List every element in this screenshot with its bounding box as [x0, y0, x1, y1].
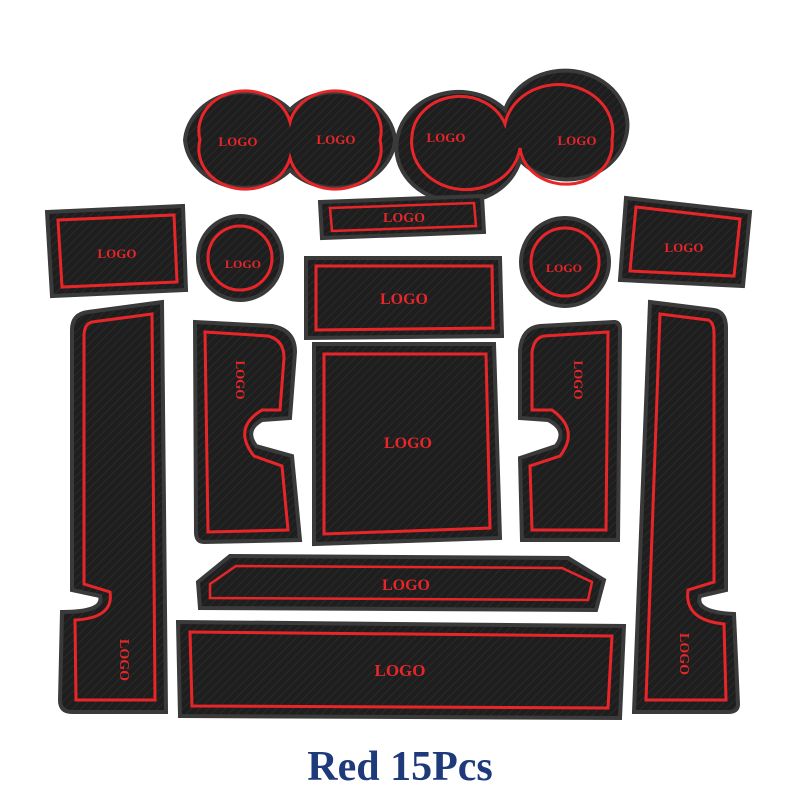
mat-logo: LOGO	[557, 133, 596, 148]
mat-cupholder-right: LOGO LOGO	[394, 68, 630, 205]
mat-logo: LOGO	[546, 261, 582, 275]
mat-long-right: LOGO	[631, 299, 741, 714]
mat-logo: LOGO	[426, 130, 465, 145]
mat-long-left: LOGO	[57, 299, 169, 714]
mat-logo: LOGO	[225, 257, 261, 271]
mat-logo: LOGO	[571, 360, 586, 399]
mat-logo: LOGO	[380, 291, 428, 308]
mat-logo: LOGO	[116, 639, 131, 681]
mat-strip-top: LOGO	[317, 193, 487, 241]
mat-logo: LOGO	[664, 240, 703, 255]
mat-small-left: LOGO	[44, 203, 189, 299]
mat-notched-right: LOGO	[517, 319, 623, 542]
mat-logo: LOGO	[676, 633, 691, 675]
product-caption: Red 15Pcs	[307, 744, 493, 790]
mat-center-mid: LOGO	[304, 256, 505, 341]
mat-logo: LOGO	[233, 360, 248, 399]
mat-logo: LOGO	[218, 134, 257, 149]
mat-cupholder-left: LOGO LOGO	[182, 89, 398, 191]
mat-logo: LOGO	[316, 132, 355, 147]
mat-bottom-long: LOGO	[175, 619, 627, 721]
mat-notched-left: LOGO	[192, 319, 303, 545]
mat-logo: LOGO	[382, 577, 430, 594]
mat-logo: LOGO	[97, 246, 136, 261]
mat-center-square: LOGO	[312, 342, 503, 547]
mat-logo: LOGO	[374, 661, 425, 680]
mat-coaster-left: LOGO	[196, 214, 284, 302]
mat-small-right: LOGO	[617, 195, 753, 289]
mat-logo: LOGO	[383, 211, 425, 226]
mat-coaster-right: LOGO	[519, 216, 611, 308]
mat-logo: LOGO	[384, 435, 432, 452]
mat-strip-lower: LOGO	[195, 553, 607, 613]
